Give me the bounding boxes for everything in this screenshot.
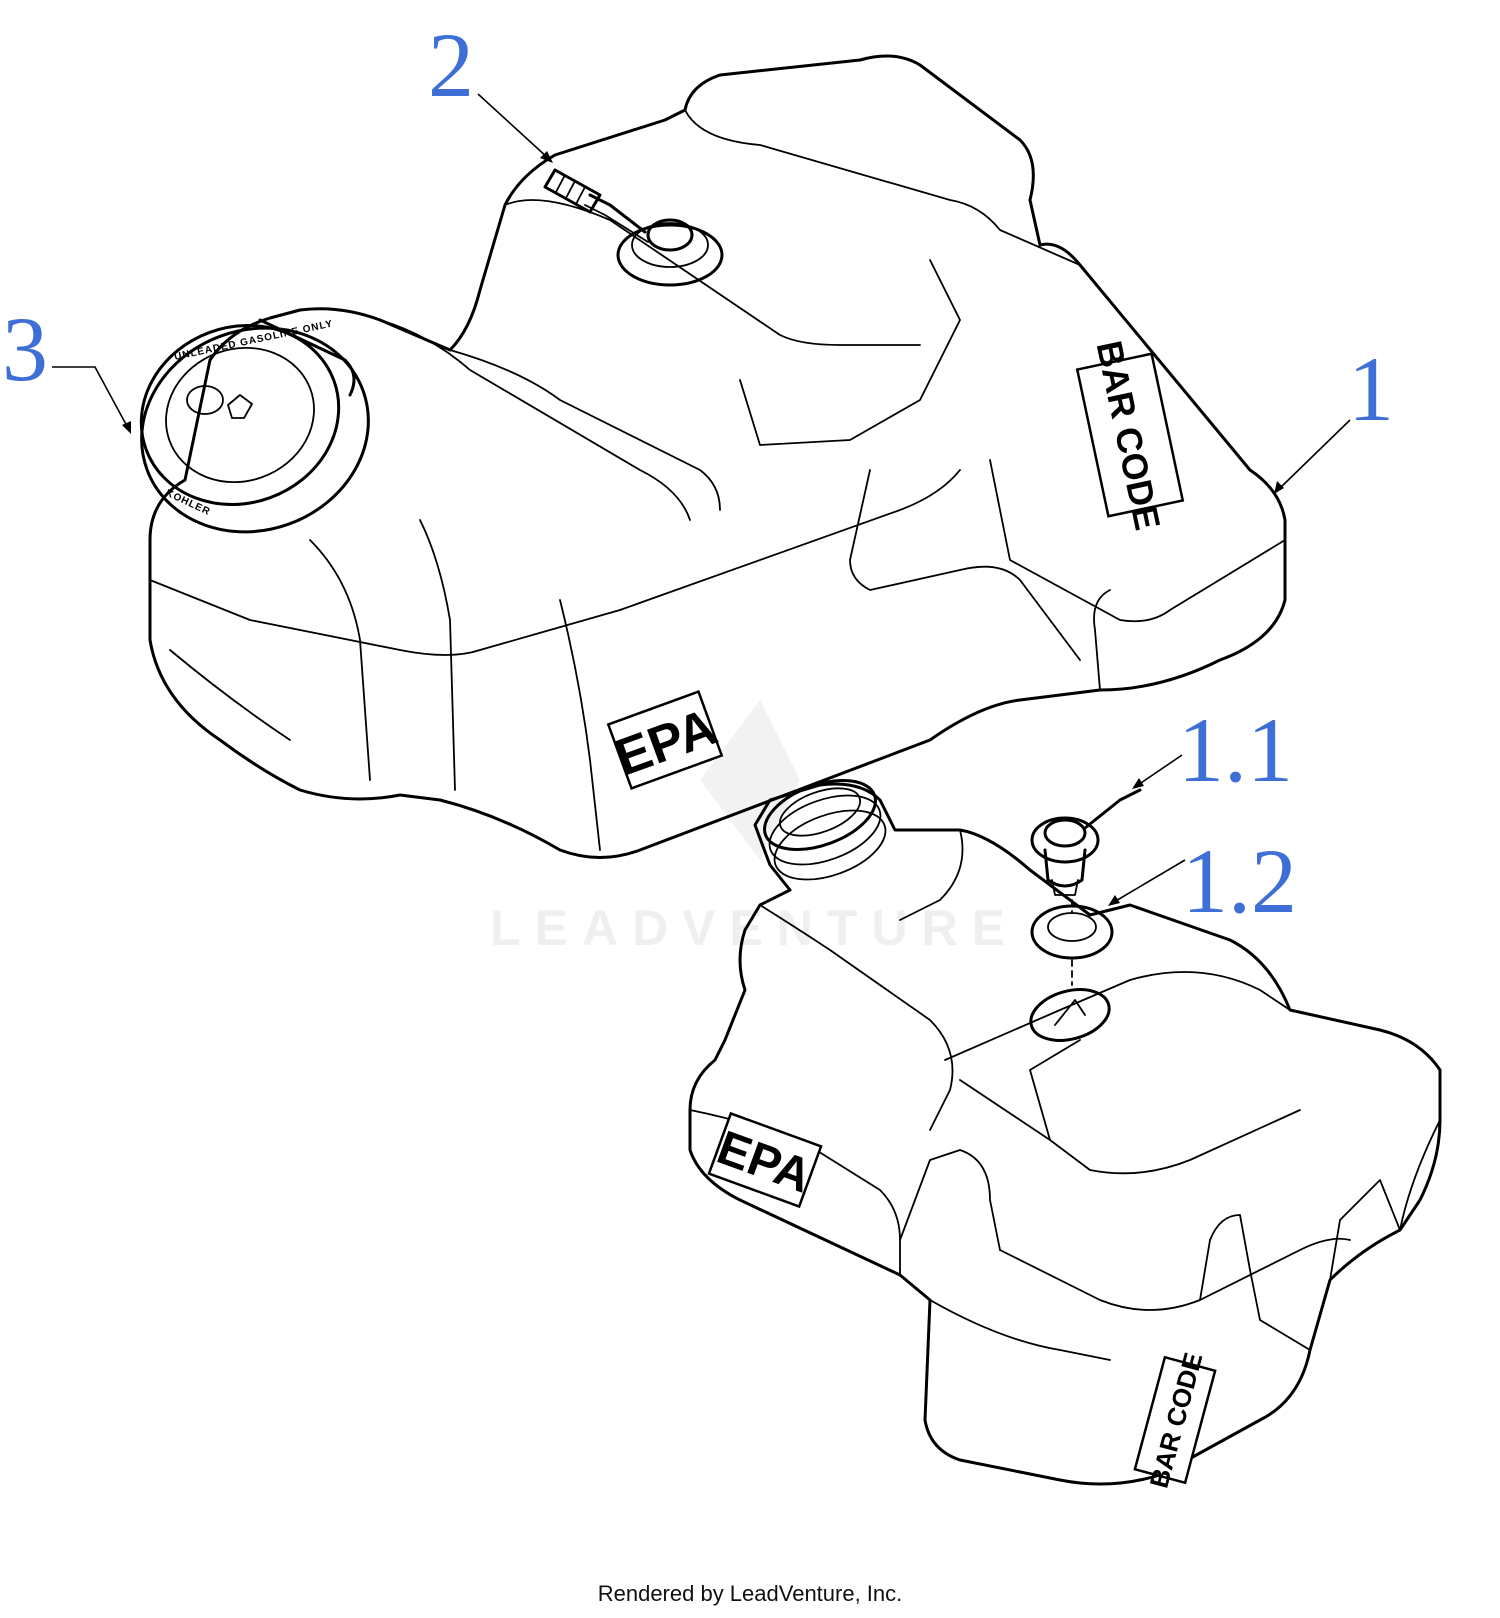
tank-bottom-outline bbox=[688, 782, 1442, 1486]
vent-valve-top[interactable] bbox=[584, 193, 724, 287]
watermark-logo bbox=[700, 700, 800, 860]
bar-code-decal-bottom: BAR CODE bbox=[1133, 1349, 1217, 1491]
callout-1-1-label: 1.1 bbox=[1178, 699, 1293, 801]
tank-top-ridge-2 bbox=[684, 109, 1081, 266]
callout-2-label: 2 bbox=[428, 14, 474, 116]
tank-bottom-ridge-1 bbox=[759, 904, 954, 1131]
callout-2-leader bbox=[477, 93, 549, 159]
fuel-cap[interactable]: UNLEADED GASOLINE ONLY KOHLER bbox=[113, 297, 398, 564]
callout-1-2-leader bbox=[1113, 859, 1186, 903]
hose-fitting-rib-3 bbox=[575, 186, 586, 205]
tank-top-ridge-13 bbox=[619, 469, 961, 611]
callout-1-1-arrow bbox=[1132, 778, 1144, 789]
epa-decal-bottom-box bbox=[707, 1111, 823, 1209]
bar-code-decal-top: BAR CODE bbox=[1075, 337, 1185, 533]
tank-top-ridge-14 bbox=[1093, 589, 1111, 691]
tank-top-ridge-11 bbox=[559, 599, 601, 851]
vent-port-mark bbox=[1054, 999, 1086, 1026]
fuel-cap-pump-icon bbox=[227, 394, 253, 419]
callout-1-1[interactable]: 1.1 bbox=[1132, 699, 1293, 801]
vent-valve-exploded-hose bbox=[1083, 788, 1142, 830]
callout-1-2-arrow bbox=[1108, 895, 1120, 906]
callout-3-arrow bbox=[122, 421, 131, 434]
tank-bottom-ridge-13 bbox=[1249, 1269, 1311, 1351]
callout-1-arrow bbox=[1274, 481, 1284, 494]
callout-1-1-leader bbox=[1137, 754, 1183, 786]
tank-top-ridge-9 bbox=[309, 539, 371, 781]
tank-bottom-ridge-2 bbox=[899, 829, 964, 921]
fuel-tank-top[interactable]: UNLEADED GASOLINE ONLY KOHLER BAR CODE E… bbox=[113, 54, 1287, 859]
grommet-inner bbox=[1047, 912, 1097, 942]
callout-1-2[interactable]: 1.2 bbox=[1108, 830, 1297, 932]
vent-valve-exploded-stem bbox=[1043, 848, 1087, 888]
callout-3[interactable]: 3 bbox=[2, 298, 131, 434]
tank-bottom-ridge-3 bbox=[944, 971, 1291, 1061]
vent-valve-base bbox=[616, 223, 724, 287]
fuel-cap-skirt bbox=[140, 326, 370, 534]
callout-1-2-label: 1.2 bbox=[1182, 830, 1297, 932]
filler-neck-thread-1 bbox=[768, 794, 882, 866]
tank-top-ridge-8 bbox=[149, 579, 621, 656]
tank-bottom-ridge-10 bbox=[1199, 1214, 1251, 1301]
filler-neck-top bbox=[763, 779, 877, 851]
tank-bottom-ridge-8 bbox=[999, 1237, 1351, 1311]
callout-1-label: 1 bbox=[1348, 338, 1394, 440]
fuel-cap-logo bbox=[186, 385, 224, 415]
fuel-tank-bottom[interactable]: EPA BAR CODE bbox=[688, 767, 1442, 1494]
tank-bottom-ridge-9 bbox=[929, 1299, 1111, 1361]
tank-top-ridge-12 bbox=[169, 649, 291, 741]
tank-top-ridge-4 bbox=[449, 349, 721, 511]
vent-valve-exploded-dome bbox=[1043, 818, 1087, 848]
tank-top-ridge-5 bbox=[379, 319, 691, 521]
callout-3-label: 3 bbox=[2, 298, 48, 400]
bar-code-decal-top-box bbox=[1075, 352, 1185, 518]
epa-decal-top-box bbox=[606, 690, 724, 790]
tank-top-ridge-6 bbox=[849, 469, 1081, 661]
callout-1[interactable]: 1 bbox=[1274, 338, 1394, 494]
filler-neck bbox=[763, 779, 887, 881]
fuel-cap-tether bbox=[258, 318, 356, 397]
vent-valve-dome bbox=[646, 218, 694, 252]
bar-code-decal-bottom-box bbox=[1133, 1355, 1217, 1485]
hose-fitting-rib-1 bbox=[555, 174, 566, 193]
tank-bottom-ridge-7 bbox=[899, 1149, 1001, 1251]
hose-fitting-rib-2 bbox=[565, 180, 576, 199]
tank-top-outline bbox=[148, 54, 1287, 859]
callout-3-leader bbox=[52, 366, 129, 429]
callout-2-arrow bbox=[540, 151, 553, 163]
tank-bottom-ridge-11 bbox=[1329, 1179, 1401, 1281]
vent-valve-exploded[interactable] bbox=[1030, 788, 1142, 896]
fuel-cap-face bbox=[139, 324, 341, 506]
tank-top-ridge-7 bbox=[989, 459, 1286, 623]
vent-port-outline bbox=[1029, 988, 1111, 1042]
watermark-text: LEADVENTURE bbox=[490, 900, 1019, 956]
grommet[interactable] bbox=[1030, 899, 1114, 986]
vent-valve-exploded-tip bbox=[1051, 879, 1079, 896]
callout-1-leader bbox=[1277, 419, 1351, 491]
fuel-cap-inner-ring bbox=[165, 346, 315, 484]
callout-2[interactable]: 2 bbox=[428, 14, 553, 163]
tank-bottom-ridge-12 bbox=[1399, 1119, 1441, 1231]
tank-top-ridge-3 bbox=[739, 259, 961, 446]
tank-bottom-ridge-5 bbox=[1029, 1039, 1081, 1141]
vent-valve-exploded-flange bbox=[1030, 816, 1100, 864]
tank-top-ridge-1 bbox=[504, 199, 921, 346]
tank-top-ridge-10 bbox=[419, 519, 456, 791]
footer-credit: Rendered by LeadVenture, Inc. bbox=[597, 1581, 903, 1606]
filler-neck-inner bbox=[779, 787, 861, 837]
watermark: LEADVENTURE bbox=[490, 700, 1019, 956]
vent-port-bottom bbox=[1029, 988, 1111, 1042]
tank-bottom-ridge-4 bbox=[959, 1079, 1301, 1175]
filler-neck-thread-2 bbox=[773, 809, 887, 881]
hose-fitting[interactable] bbox=[543, 168, 602, 214]
vent-valve-ring bbox=[631, 222, 709, 268]
